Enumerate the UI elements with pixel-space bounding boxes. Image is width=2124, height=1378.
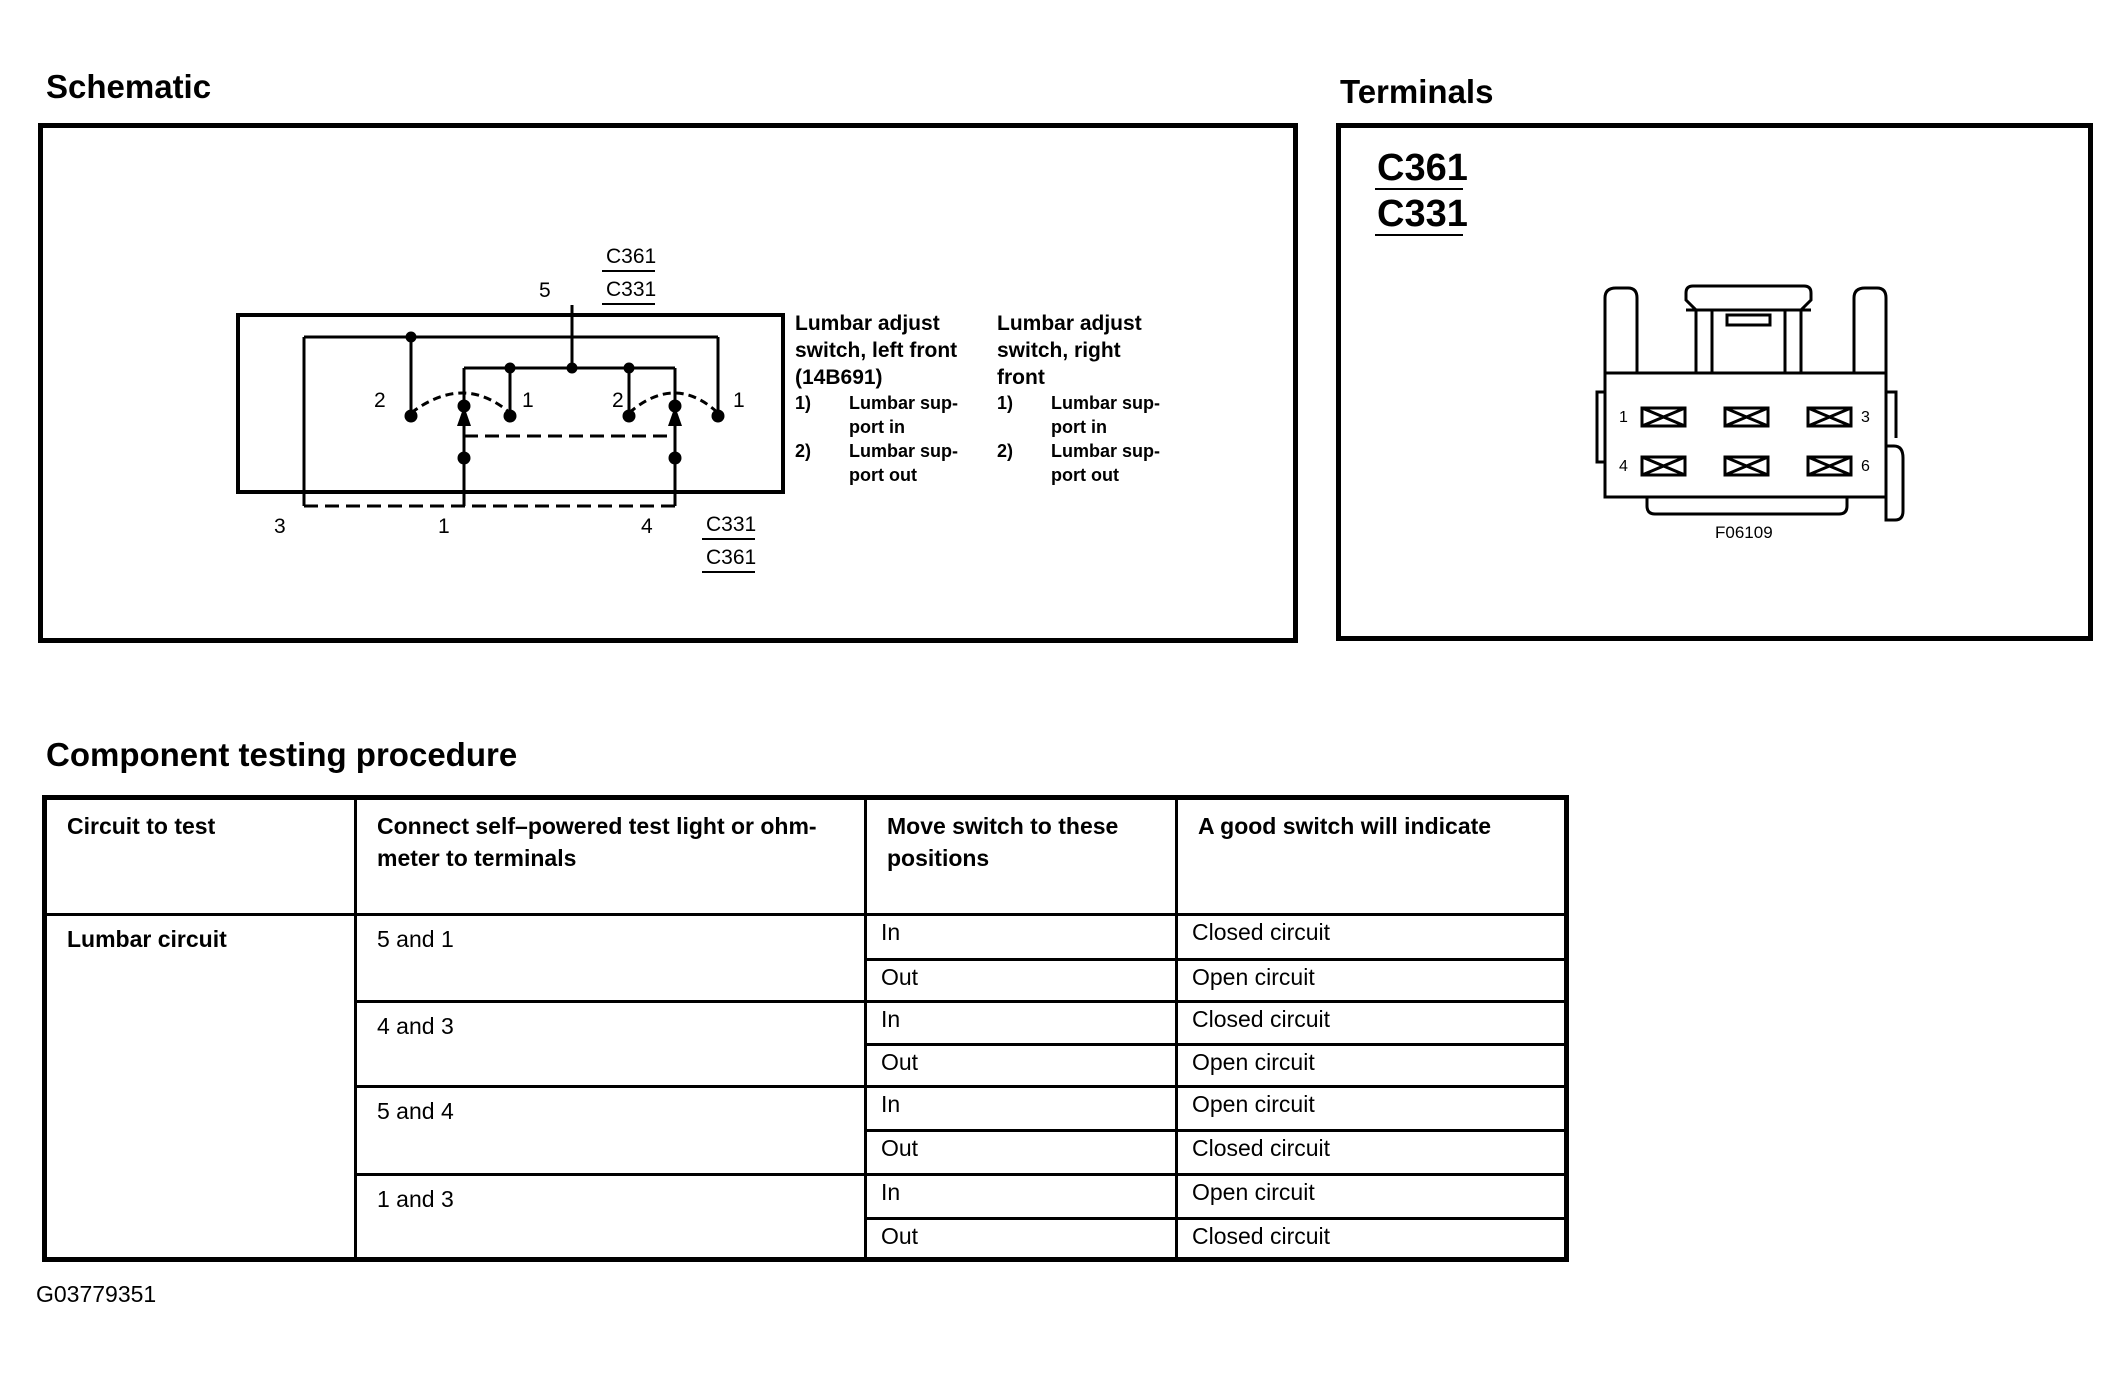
schematic-conn-top-1: C361 <box>606 245 656 268</box>
result-cell: Open circuit <box>1175 1042 1568 1089</box>
schematic-conn-top-2: C331 <box>606 278 656 301</box>
procedure-table: Circuit to test Connect self–powered tes… <box>42 795 1569 1262</box>
connector-diagram: C361 C331 <box>1375 147 1905 542</box>
left-legend-title-2: switch, left front <box>795 339 957 362</box>
terminals-pin-4: 4 <box>1619 458 1628 475</box>
header-terminals: Connect self–powered test light or ohm-m… <box>354 796 867 916</box>
right-switch-pin-2: 2 <box>612 389 624 412</box>
right-legend-item-1-line-1: Lumbar sup- <box>1051 393 1160 413</box>
schematic-conn-bottom-2: C361 <box>706 546 756 569</box>
table-row: 1 and 3 In Open circuit <box>45 1172 1568 1262</box>
left-legend-item-2-line-2: port out <box>849 465 917 485</box>
result-cell: Closed circuit <box>1175 1129 1568 1176</box>
result-cell: Closed circuit <box>1175 1217 1568 1261</box>
schematic-conn-bottom-1: C331 <box>706 513 756 536</box>
table-row: Out Open circuit <box>45 957 1568 1004</box>
terminals-connector-2: C331 <box>1377 193 1468 235</box>
table-row: Out Closed circuit <box>45 1129 1568 1176</box>
left-switch-pin-2: 2 <box>374 389 386 412</box>
terminals-cell: 1 and 3 <box>354 1172 867 1262</box>
terminals-pin-1: 1 <box>1619 409 1628 426</box>
schematic-pin-1: 1 <box>438 515 450 538</box>
schematic-pin-4: 4 <box>641 515 653 538</box>
result-cell: Open circuit <box>1175 957 1568 1004</box>
position-cell: Out <box>864 957 1178 1004</box>
schematic-pin-3: 3 <box>274 515 286 538</box>
terminals-title: Terminals <box>1340 73 1494 110</box>
circuit-cell: Lumbar circuit <box>43 913 357 1261</box>
terminals-cell: 4 and 3 <box>354 1000 867 1089</box>
header-circuit: Circuit to test <box>43 796 357 916</box>
position-cell: In <box>864 1085 1178 1133</box>
position-cell: Out <box>864 1129 1178 1176</box>
result-cell: Closed circuit <box>1175 1000 1568 1046</box>
terminals-pin-6: 6 <box>1861 458 1870 475</box>
figure-code: G03779351 <box>36 1281 157 1307</box>
schematic-diagram: C361 C331 5 2 1 <box>236 245 1160 573</box>
right-legend-item-1-num: 1) <box>997 393 1013 413</box>
result-cell: Open circuit <box>1175 1172 1568 1221</box>
table-header-row: Circuit to test Connect self–powered tes… <box>43 796 1568 916</box>
schematic-title: Schematic <box>46 68 212 105</box>
left-switch-arc <box>410 391 511 415</box>
table-row: 4 and 3 In Closed circuit <box>45 1000 1568 1089</box>
left-legend-title-3: (14B691) <box>795 366 883 389</box>
left-switch-pin-1: 1 <box>522 389 534 412</box>
terminals-pin-3: 3 <box>1861 409 1870 426</box>
left-legend-title-1: Lumbar adjust <box>795 312 940 335</box>
terminals-figure-code: F06109 <box>1715 523 1773 542</box>
left-legend: Lumbar adjust switch, left front (14B691… <box>795 312 958 485</box>
left-legend-item-1-line-1: Lumbar sup- <box>849 393 958 413</box>
right-legend-title-3: front <box>997 366 1045 389</box>
position-cell: Out <box>864 1042 1178 1089</box>
right-legend-item-2-num: 2) <box>997 441 1013 461</box>
table-row: Out Closed circuit <box>45 1217 1568 1261</box>
right-legend-item-2-line-1: Lumbar sup- <box>1051 441 1160 461</box>
position-cell: In <box>864 1172 1178 1221</box>
terminals-cell: 5 and 1 <box>354 912 867 1004</box>
schematic-pin-5: 5 <box>539 279 551 302</box>
header-positions: Move switch to these positions <box>864 796 1178 916</box>
right-switch-pin-1: 1 <box>733 389 745 412</box>
procedure-title: Component testing procedure <box>46 736 518 773</box>
left-legend-item-2-line-1: Lumbar sup- <box>849 441 958 461</box>
right-legend-title-1: Lumbar adjust <box>997 312 1142 335</box>
right-legend-item-2-line-2: port out <box>1051 465 1119 485</box>
position-cell: Out <box>864 1217 1178 1261</box>
left-legend-item-1-line-2: port in <box>849 417 905 437</box>
result-cell: Closed circuit <box>1175 913 1568 961</box>
position-cell: In <box>864 913 1178 961</box>
terminals-connector-1: C361 <box>1377 147 1468 189</box>
left-legend-item-1-num: 1) <box>795 393 811 413</box>
schematic-panel: C361 C331 5 2 1 <box>38 123 1298 643</box>
left-legend-item-2-num: 2) <box>795 441 811 461</box>
result-cell: Open circuit <box>1175 1085 1568 1133</box>
right-legend-title-2: switch, right <box>997 339 1121 362</box>
table-row: Out Open circuit <box>45 1042 1568 1089</box>
terminals-cell: 5 and 4 <box>354 1085 867 1176</box>
header-indication: A good switch will indicate <box>1175 796 1568 916</box>
terminals-panel: C361 C331 <box>1336 123 2093 641</box>
switch-housing <box>236 313 785 494</box>
position-cell: In <box>864 1000 1178 1046</box>
connector-face-icon <box>1595 284 1905 522</box>
right-legend-item-1-line-2: port in <box>1051 417 1107 437</box>
table-row: Lumbar circuit 5 and 1 In Closed circuit <box>43 912 1568 1261</box>
table-row: 5 and 4 In Open circuit <box>45 1085 1568 1176</box>
right-legend: Lumbar adjust switch, right front 1) Lum… <box>997 312 1160 485</box>
